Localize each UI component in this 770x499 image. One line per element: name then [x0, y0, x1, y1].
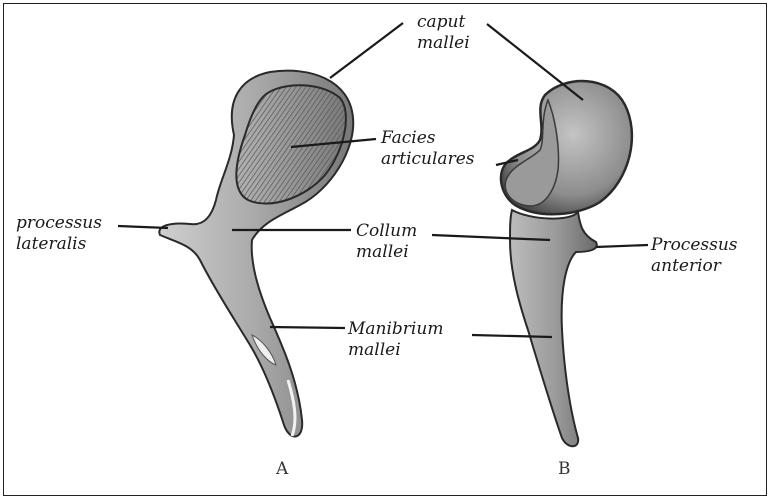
malleus-view-a	[159, 71, 353, 437]
leader-processus-anterior	[596, 245, 648, 247]
label-collum-line2: mallei	[356, 242, 417, 263]
label-facies-articulares: Facies articulares	[381, 128, 474, 170]
leader-processus-lateralis	[118, 226, 168, 228]
label-processus-lateralis: processus lateralis	[16, 213, 102, 255]
label-collum-mallei: Collum mallei	[356, 221, 417, 263]
label-facies-line2: articulares	[381, 149, 474, 170]
label-caput-line2: mallei	[417, 33, 470, 54]
leader-caput-b	[487, 24, 583, 100]
figure-letter-b: B	[558, 459, 571, 479]
label-collum-line1: Collum	[356, 221, 417, 242]
label-lateralis-line2: lateralis	[16, 234, 102, 255]
label-caput-mallei: caput mallei	[417, 12, 470, 54]
malleus-b-neck-manubrium	[510, 210, 597, 446]
leader-caput-a	[330, 23, 403, 78]
label-caput-line1: caput	[417, 12, 470, 33]
malleus-view-b	[501, 81, 632, 446]
label-processus-anterior: Processus anterior	[651, 235, 738, 277]
label-anterior-line1: Processus	[651, 235, 738, 256]
label-facies-line1: Facies	[381, 128, 474, 149]
leader-manubrium-a	[270, 327, 345, 328]
label-manubrium-line2: mallei	[348, 340, 443, 361]
figure-letter-a: A	[276, 459, 288, 479]
label-manubrium-mallei: Manibrium mallei	[348, 319, 443, 361]
label-manubrium-line1: Manibrium	[348, 319, 443, 340]
label-anterior-line2: anterior	[651, 256, 738, 277]
label-lateralis-line1: processus	[16, 213, 102, 234]
